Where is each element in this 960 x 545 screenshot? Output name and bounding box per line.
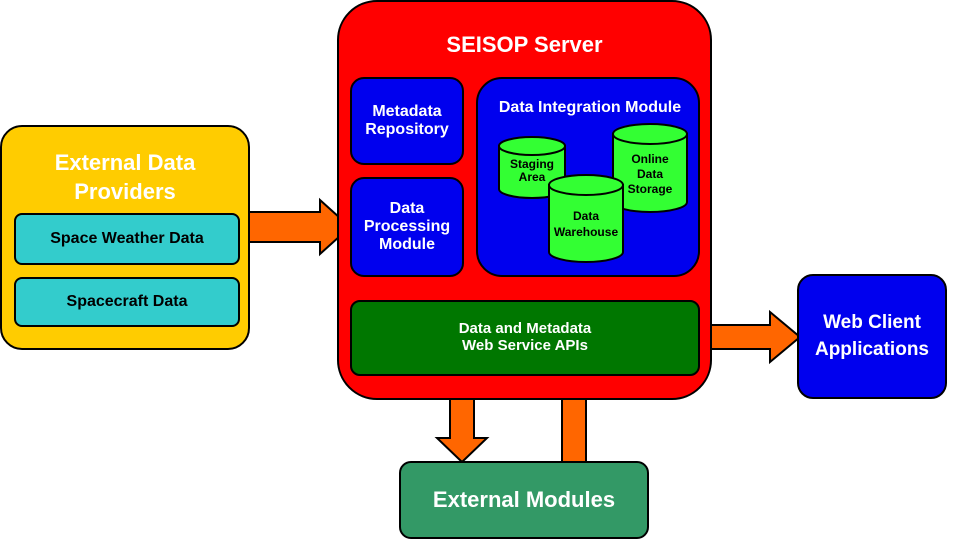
external-modules-box: External Modules [399,461,649,539]
web-service-apis-box: Data and Metadata Web Service APIs [350,300,700,376]
web-client-applications-box: Web Client Applications [797,274,947,399]
data-processing-module-label: Data Processing Module [363,200,451,253]
staging-area-cylinder-icon [498,136,566,199]
web-client-applications-label: Web Client Applications [814,311,929,360]
data-warehouse-cylinder-icon [548,174,624,263]
web-service-apis-label: Data and Metadata Web Service APIs [458,320,592,354]
external-modules-label: External Modules [432,487,616,512]
online-data-storage-cylinder-icon [612,123,688,213]
metadata-repository-label: Metadata Repository [365,103,449,138]
external-data-providers-title: External Data Providers [54,150,196,204]
seisop-server-title: SEISOP Server [446,32,603,57]
spacecraft-data-label: Spacecraft Data [66,293,188,310]
online-data-storage-label: Online Data Storage [627,152,673,196]
spacecraft-data-box: Spacecraft Data [14,277,240,327]
data-processing-module-box: Data Processing Module [350,177,464,277]
space-weather-data-label: Space Weather Data [50,230,204,247]
data-integration-module-title: Data Integration Module [498,99,682,116]
staging-area-label: Staging Area [510,157,554,185]
arrow-providers-to-server [247,197,352,257]
data-warehouse-label: Data Warehouse [553,209,619,239]
external-data-providers-panel: External Data Providers Space Weather Da… [0,125,250,350]
metadata-repository-box: Metadata Repository [350,77,464,165]
space-weather-data-box: Space Weather Data [14,213,240,265]
